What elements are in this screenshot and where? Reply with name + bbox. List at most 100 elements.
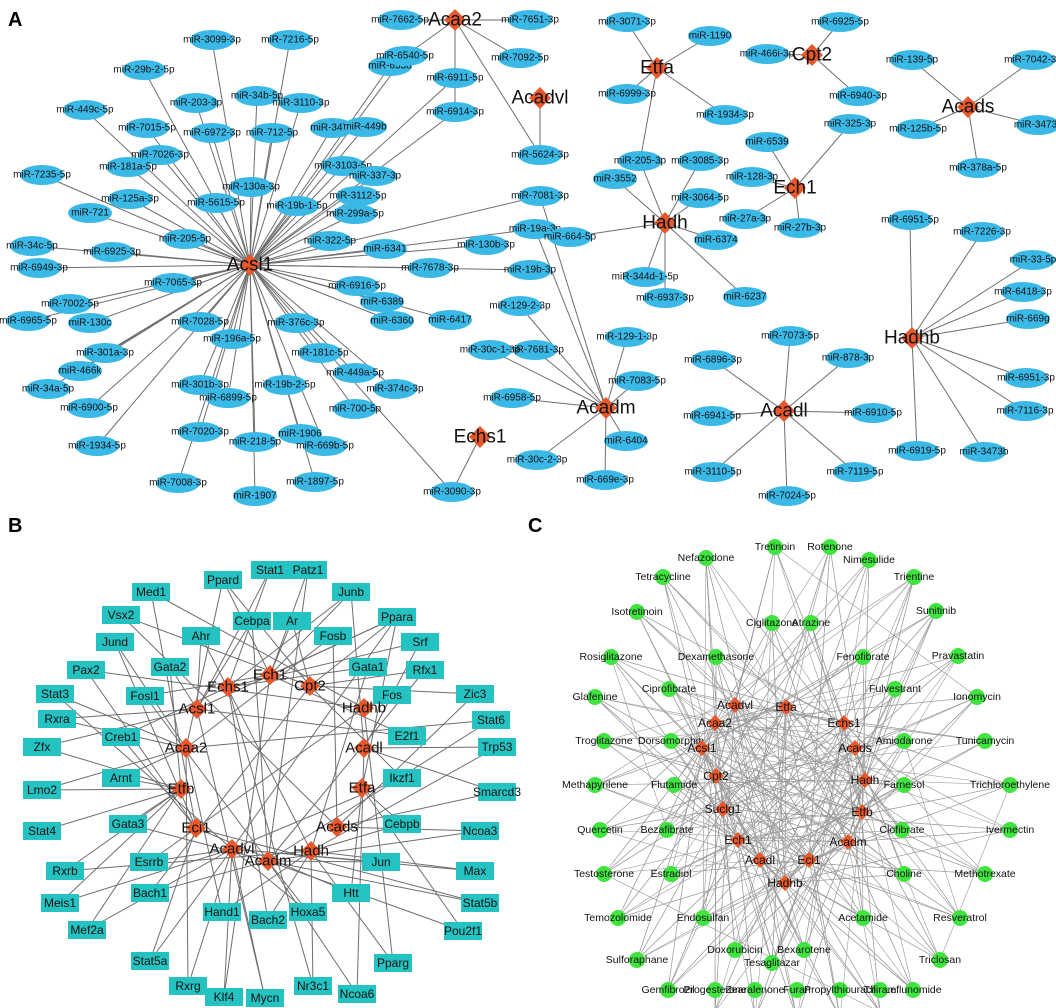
mirna-node-mir-301b-3p: miR-301b-3p [171, 375, 229, 395]
mirna-node-mir-878-3p: miR-878-3p [822, 348, 875, 368]
mirna-label: miR-6389 [360, 297, 404, 308]
drug-circle [663, 866, 679, 882]
mirna-ellipse [723, 209, 767, 229]
mirna-ellipse [851, 403, 895, 423]
drug-label: Ionomycin [953, 691, 1001, 703]
mirna-edge [489, 349, 607, 409]
drug-gene-edge [594, 696, 849, 843]
mirna-label: miR-3099-3p [183, 35, 241, 46]
drug-label: Ciprofibrate [642, 683, 696, 695]
mirna-node-mir-7024-5p: miR-7024-5p [758, 486, 816, 506]
drug-gene-edge [636, 611, 736, 706]
gene-hub-eci1: Eci1 [181, 818, 211, 838]
gene-hub-ech1: Ech1 [253, 665, 287, 685]
tf-node-zic3: Zic3 [456, 685, 494, 703]
tf-rect [41, 894, 79, 912]
mirna-edge [909, 219, 913, 339]
gene-hub-echs1: Echs1 [827, 715, 861, 731]
tf-rect [388, 727, 426, 745]
mirna-edge [41, 174, 251, 266]
mirna-ellipse [833, 462, 877, 482]
gene-hub-acadvl: Acadvl [511, 87, 569, 109]
mirna-node-mir-19a-3p: miR-19a-3p [509, 219, 562, 239]
gene-label: Echs1 [207, 679, 249, 696]
mirna-label: miR-218-5p [229, 437, 282, 448]
gene-hub-ech1: Ech1 [724, 832, 752, 848]
tf-label: E2f1 [395, 729, 420, 743]
drug-label: Ciglitazone [746, 617, 798, 629]
gene-hub-etfa: Etfa [775, 699, 797, 715]
drug-gene-edge [594, 696, 724, 810]
drug-gene-edge [854, 696, 978, 749]
tf-node-rxrg: Rxrg [169, 977, 207, 995]
mirna-node-mir-7681-3p: miR-7681-3p [506, 340, 564, 360]
drug-circle [855, 910, 871, 926]
mirna-ellipse [408, 258, 452, 278]
drug-gene-edge [808, 546, 831, 861]
tf-rect [332, 884, 370, 902]
mirna-node-mir-376c-3p: miR-376c-3p [267, 313, 325, 333]
mirna-ellipse [156, 473, 200, 493]
drug-node-flutamide: Flutamide [651, 777, 697, 793]
drug-label: Doxorubicin [707, 944, 763, 956]
mirna-ellipse [605, 327, 649, 347]
tf-node-hand1: Hand1 [203, 903, 241, 921]
gene-diamond [187, 699, 207, 719]
drug-circle [803, 615, 819, 631]
tf-label: Hoxa5 [291, 905, 326, 919]
mirna-node-mir-6360: miR-6360 [370, 311, 414, 331]
tf-node-esrrb: Esrrb [130, 853, 168, 871]
drug-label: Furan [783, 984, 811, 996]
mirna-label: miR-7028-5p [171, 317, 229, 328]
drug-gene-edge [617, 839, 739, 919]
tf-rect [362, 853, 400, 871]
drug-gene-edge [610, 656, 866, 781]
mirna-node-mir-29b-2-5p: miR-29b-2-5p [113, 60, 175, 80]
tf-node-e2f1: E2f1 [388, 727, 426, 745]
mirna-label: miR-203-3p [170, 98, 223, 109]
drug-gene-edge [701, 546, 831, 749]
mirna-label: miR-449a-5p [326, 368, 384, 379]
mirna-label: miR-3064-5p [671, 193, 729, 204]
drug-gene-edge [722, 808, 914, 991]
mirna-node-mir-3552: miR-3552 [593, 169, 637, 189]
drug-gene-edge [785, 688, 896, 708]
tf-gene-edge [310, 746, 498, 852]
gene-label: Etfb [168, 781, 195, 798]
drug-circle [629, 604, 645, 620]
tf-rect [478, 783, 516, 801]
mirna-ellipse [513, 340, 557, 360]
mirna-label: miR-6941-5p [683, 411, 741, 422]
tf-label: Ar [286, 614, 298, 628]
mirna-label: miR-7662-5p [371, 15, 429, 26]
gene-diamond [171, 779, 191, 799]
tf-gene-edge [41, 788, 182, 832]
mirna-label: miR-3552 [593, 174, 637, 185]
drug-node-ionomycin: Ionomycin [953, 689, 1001, 705]
mirna-node-mir-203-3p: miR-203-3p [170, 93, 223, 113]
drug-label: Bezafibrate [640, 824, 693, 836]
tf-gene-edge [227, 666, 369, 688]
mirna-label: miR-6418-3p [994, 287, 1052, 298]
drug-label: Dexamethasone [678, 651, 755, 663]
drug-gene-edge [771, 622, 786, 884]
gene-hub-acadm: Acadm [245, 851, 291, 871]
mirna-node-mir-129-1-3p: miR-129-1-3p [596, 327, 658, 347]
tf-gene-edge [350, 787, 363, 894]
drug-label: Methapyrilene [562, 779, 628, 791]
mirna-ellipse [360, 292, 404, 312]
drug-node-rosiglitazone: Rosiglitazone [579, 649, 643, 665]
drug-circle [894, 822, 910, 838]
drug-circle [796, 942, 812, 958]
mirna-ellipse [383, 46, 427, 66]
drug-gene-edge [617, 779, 866, 919]
drug-node-tunicamycin: Tunicamycin [956, 733, 1014, 749]
mirna-ellipse [178, 422, 222, 442]
mirna-node-mir-6914-3p: miR-6914-3p [426, 102, 484, 122]
mirna-ellipse [690, 406, 734, 426]
mirna-node-mir-7042-3p: miR-7042-3p [1004, 50, 1056, 70]
mirna-ellipse [233, 486, 277, 506]
tf-label: Stat3 [41, 687, 69, 701]
tf-node-creb1: Creb1 [102, 728, 140, 746]
mirna-label: miR-669e-3p [576, 475, 634, 486]
